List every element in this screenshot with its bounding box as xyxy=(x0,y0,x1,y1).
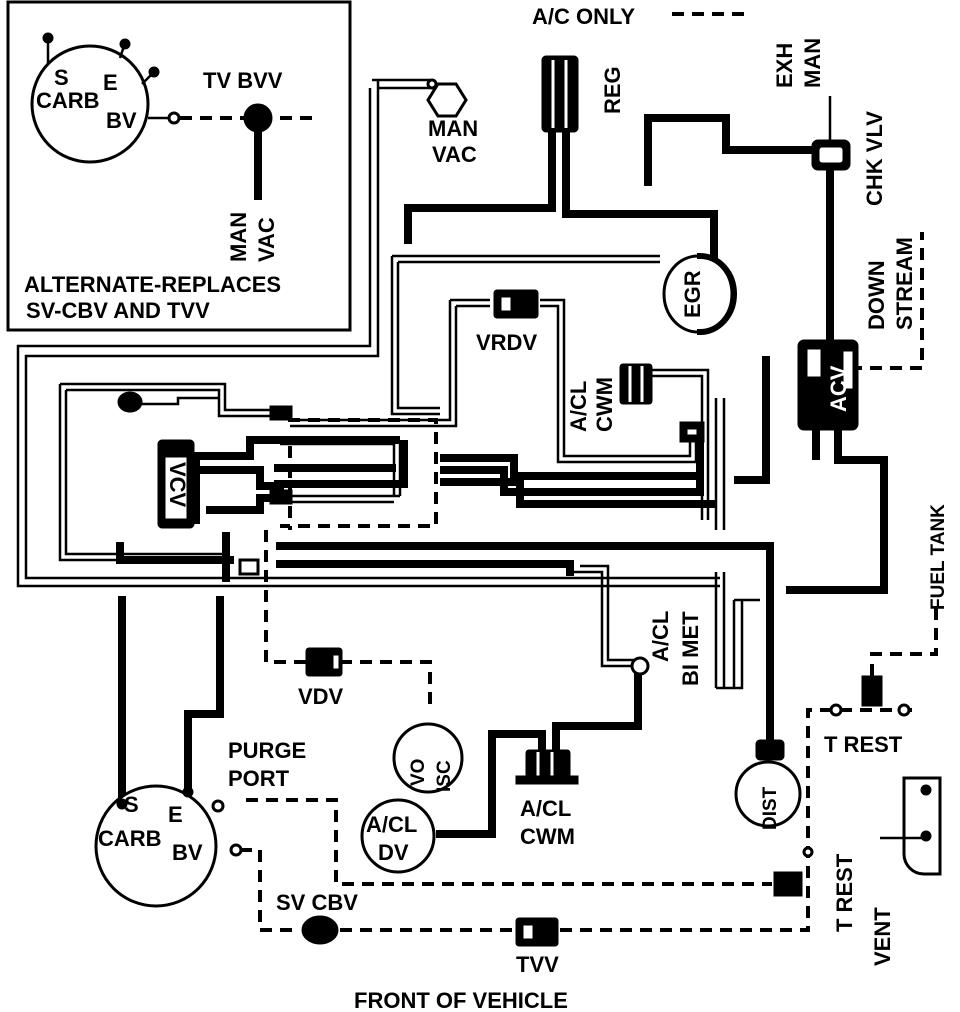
sv-cbv-label: SV CBV xyxy=(276,890,358,915)
tvv-label: TVV xyxy=(516,952,559,977)
acl-cwm-lower-label-1: A/CL xyxy=(520,796,571,821)
carburetor xyxy=(94,784,243,908)
vent-label: VENT xyxy=(870,907,895,966)
vrdv-valve xyxy=(493,289,539,319)
acl-cwm-upper-label-2: CWM xyxy=(592,377,617,432)
ac-only-label: A/C ONLY xyxy=(532,4,635,29)
vdv-valve xyxy=(305,647,343,677)
vcv-valve xyxy=(157,439,195,529)
t-rest-upper-fitting xyxy=(829,675,911,717)
purge-node xyxy=(117,391,143,413)
carb-s-label: S xyxy=(124,792,139,817)
acl-dv-label-1: A/CL xyxy=(366,812,417,837)
inset-carb-bv: BV xyxy=(106,108,137,133)
t-rest-upper-label: T REST xyxy=(824,732,903,757)
isc-label: ISC xyxy=(434,760,455,792)
acl-bimet-fitting xyxy=(630,656,650,676)
egr-label: EGR xyxy=(680,270,705,318)
down-label: DOWN xyxy=(864,260,889,330)
front-of-vehicle-label: FRONT OF VEHICLE xyxy=(354,988,568,1012)
acl-bimet-label-2: BI MET xyxy=(678,611,703,686)
dist-label: DIST xyxy=(760,786,781,830)
inset-carb-name: CARB xyxy=(36,88,100,113)
acl-cwm-upper-label-1: A/CL xyxy=(566,381,591,432)
reg-label: REG xyxy=(600,66,625,114)
purge-port-label-1: PURGE xyxy=(228,738,306,763)
fuel-tank-label: FUEL TANK xyxy=(928,504,949,610)
vo-label: VO xyxy=(408,759,429,786)
inset-caption-line2: SV-CBV AND TVV xyxy=(26,298,210,323)
thick-hoses xyxy=(116,114,888,838)
exh-label: EXH xyxy=(772,43,797,88)
check-valve xyxy=(811,139,851,171)
stream-label: STREAM xyxy=(892,237,917,330)
vdv-label: VDV xyxy=(298,684,344,709)
chk-vlv-label: CHK VLV xyxy=(862,111,887,206)
acl-cwm-upper xyxy=(619,363,653,405)
inset-tv-bvv-label: TV BVV xyxy=(203,68,283,93)
man-vac-label-1: MAN xyxy=(428,116,478,141)
vcv-label: VCV xyxy=(165,462,190,508)
sv-cbv-valve xyxy=(301,915,339,945)
acl-dv-label-2: DV xyxy=(378,840,409,865)
purge-port-label-2: PORT xyxy=(228,766,290,791)
tvv-valve xyxy=(515,917,559,947)
vrdv-label: VRDV xyxy=(476,330,537,355)
inset-carb-s: S xyxy=(54,65,69,90)
acl-cwm-lower xyxy=(515,749,579,785)
alternate-inset: S E CARB BV TV BVV MAN VAC ALTERNATE-REP… xyxy=(6,0,352,332)
man-label: MAN xyxy=(800,38,825,88)
egr-valve xyxy=(662,252,737,336)
inset-carb-body xyxy=(30,44,150,164)
manifold-vacuum-fitting xyxy=(426,78,468,118)
inset-carb-e: E xyxy=(103,70,118,95)
reg-valve: REG xyxy=(541,55,625,133)
acl-bimet-label-1: A/CL xyxy=(648,611,673,662)
carb-bv-label: BV xyxy=(172,840,203,865)
inset-caption-line1: ALTERNATE-REPLACES xyxy=(24,272,281,297)
carb-name-label: CARB xyxy=(98,826,162,851)
vent-canister xyxy=(880,776,942,876)
acl-dv-valve xyxy=(360,798,436,874)
t-rest-lower-fitting xyxy=(773,846,814,897)
acv-valve xyxy=(797,339,859,431)
acv-label: ACV xyxy=(826,365,851,412)
t-rest-lower-label: T REST xyxy=(832,853,857,932)
inset-man-label: MAN xyxy=(226,212,251,262)
distributor xyxy=(734,739,802,828)
man-vac-label-2: VAC xyxy=(432,142,477,167)
inset-vac-label: VAC xyxy=(254,217,279,262)
vo-isc-motor xyxy=(392,722,464,794)
carb-e-label: E xyxy=(168,802,183,827)
acl-cwm-lower-label-2: CWM xyxy=(520,824,575,849)
dashed-hoses xyxy=(240,232,938,932)
